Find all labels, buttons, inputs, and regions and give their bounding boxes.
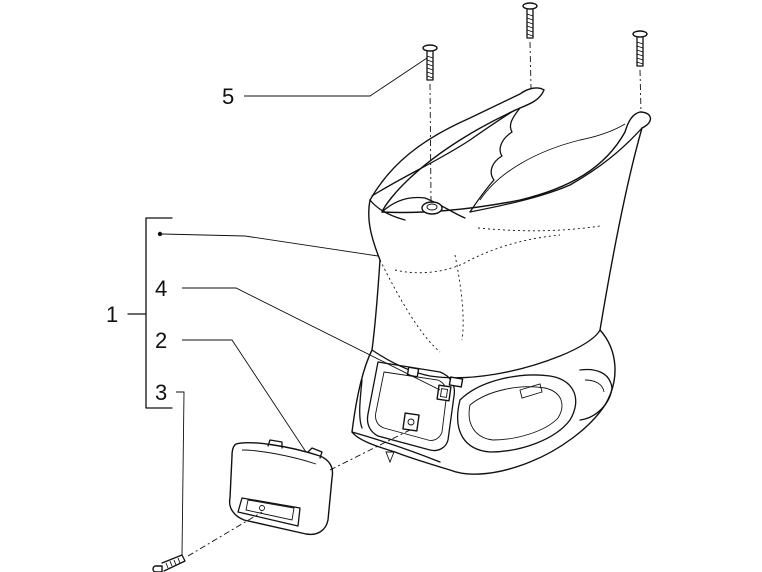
callout-2: 2 (155, 328, 167, 353)
callout-3: 3 (155, 380, 167, 405)
screw-item-3 (152, 511, 263, 572)
screw-item-5-left (422, 44, 438, 201)
screw-item-5-right (632, 30, 648, 113)
callout-labels: 1 2 3 4 5 (106, 84, 234, 405)
callout-leaders (127, 57, 441, 556)
cover-plate-item-2 (228, 429, 411, 536)
screw-item-5-middle (522, 2, 538, 89)
callout-4: 4 (155, 276, 167, 301)
front-shield-body (351, 87, 652, 475)
callout-5: 5 (222, 84, 234, 109)
callout-1: 1 (106, 302, 118, 327)
